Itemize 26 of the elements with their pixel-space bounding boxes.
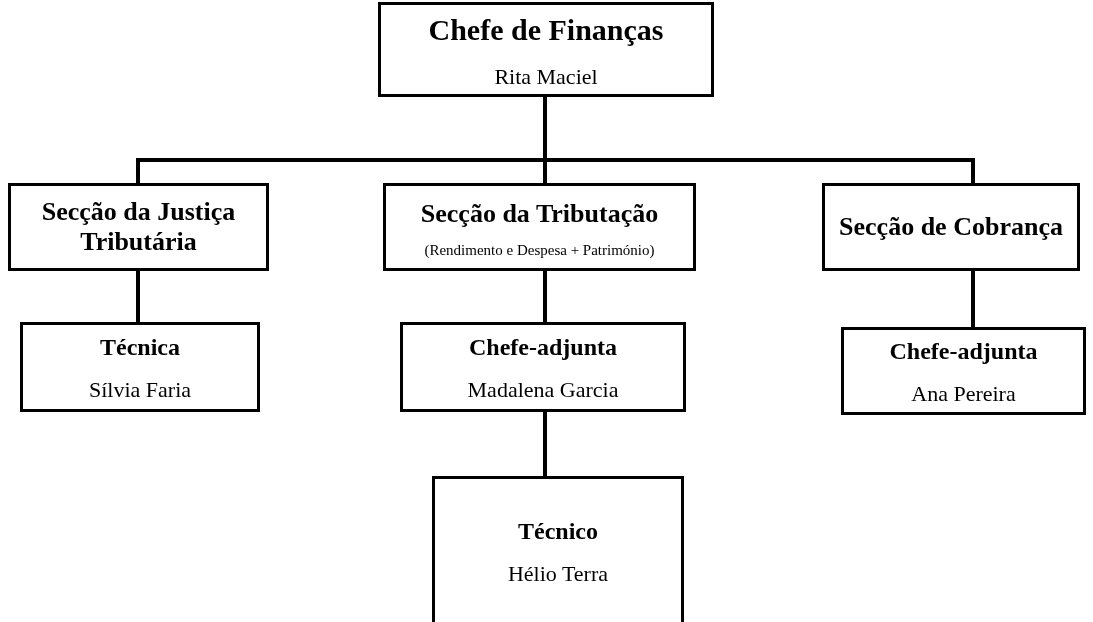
title-text: Secção da Tributação [420,197,659,230]
subtitle-text: Hélio Terra [507,559,609,588]
title-text: Técnico [518,516,598,546]
org-box [432,476,684,622]
title-text: Secção da Justiça Tributária [40,197,237,257]
title-text: Chefe-adjunta [469,332,617,362]
org-box [841,327,1086,415]
title-text: Chefe de Finanças [428,11,664,48]
org-box [20,322,260,412]
subtitle-text: Rita Maciel [494,62,598,91]
title-text: Secção de Cobrança [839,212,1063,242]
connector-line [136,271,140,322]
org-box [822,183,1080,271]
connector-line [543,271,547,322]
connector-line [543,412,547,476]
subtitle-text: Ana Pereira [911,379,1016,408]
subtitle-text: Madalena Garcia [467,375,619,404]
subtitle-text: Sílvia Faria [88,375,191,404]
org-box [400,322,686,412]
org-box [378,2,714,97]
org-box [383,183,696,271]
connector-line [971,271,975,327]
title-text: Chefe-adjunta [889,336,1038,366]
subtitle-text: (Rendimento e Despesa + Património) [423,240,656,260]
title-text: Técnica [100,332,180,362]
org-box [8,183,269,271]
